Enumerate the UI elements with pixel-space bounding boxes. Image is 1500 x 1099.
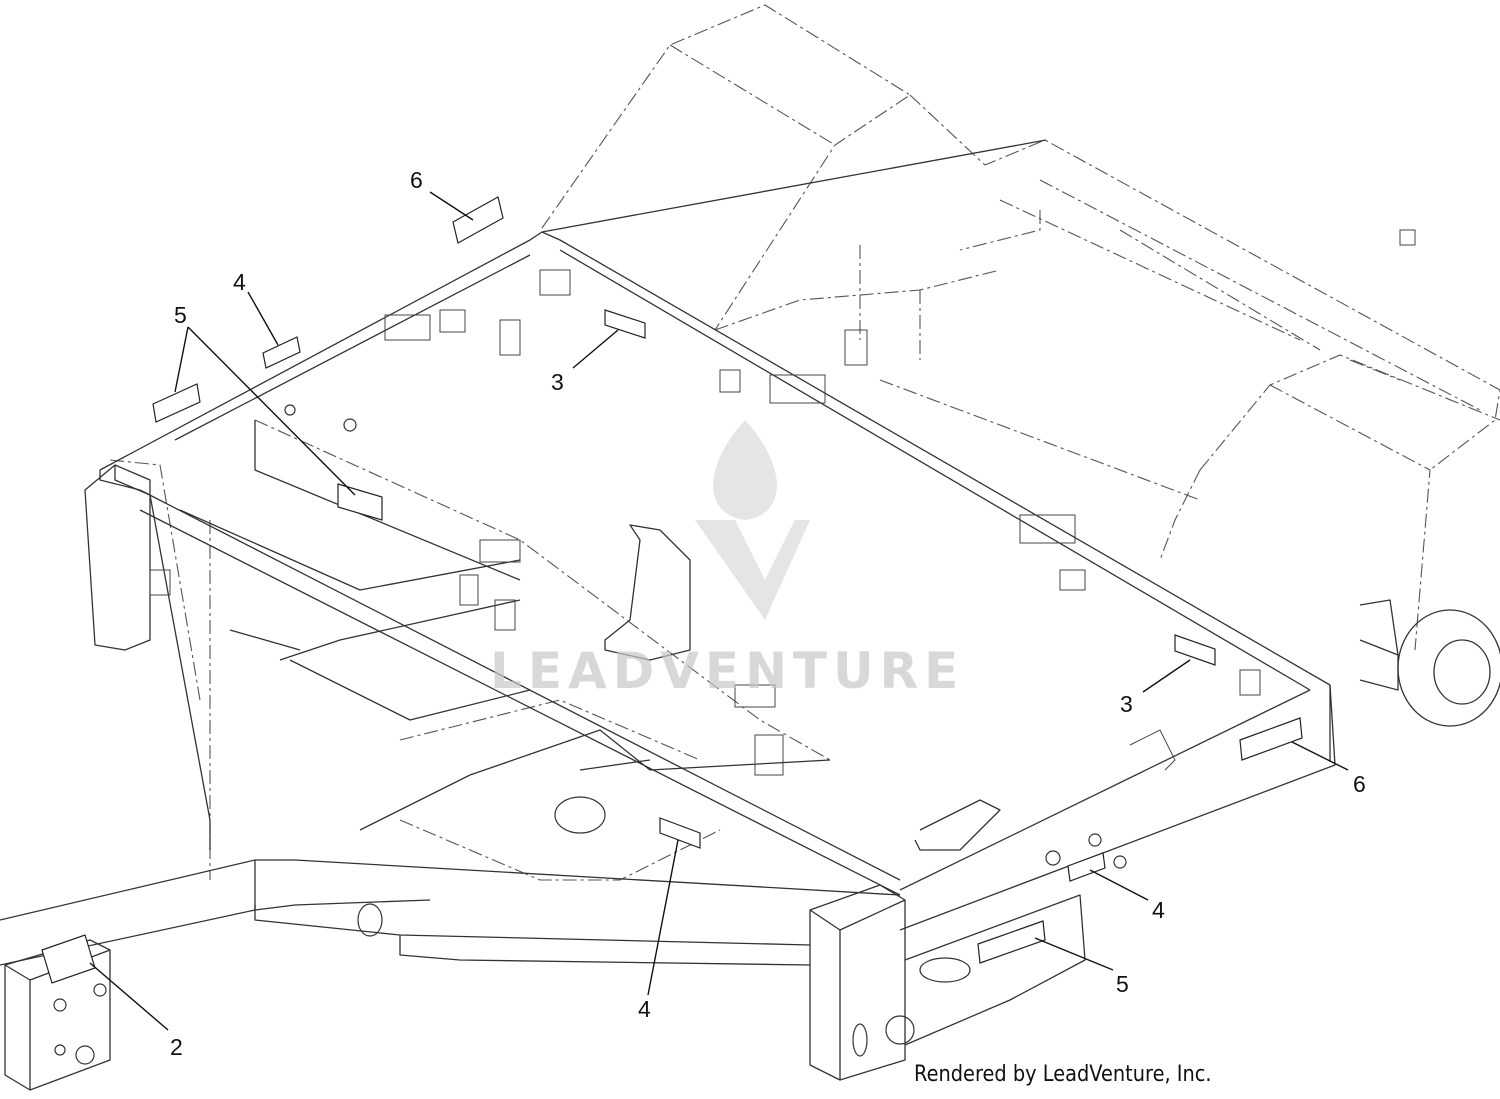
mower-frame: [0, 139, 1500, 1091]
watermark: LEADVENTURE: [490, 420, 964, 700]
callout-4-floor: 4: [638, 996, 651, 1022]
callout-5-left: 5: [174, 302, 187, 328]
leader-lines: [89, 191, 1349, 1031]
decal-5-center: [337, 483, 383, 521]
callout-3-right: 3: [1120, 691, 1133, 717]
decal-5-right: [977, 920, 1046, 964]
leadventure-flame-v-logo: [695, 420, 810, 620]
watermark-text: LEADVENTURE: [490, 642, 964, 700]
render-credit: Rendered by LeadVenture, Inc.: [914, 1062, 1212, 1087]
decal-4-right: [1067, 852, 1106, 882]
phantom-outline: [109, 4, 1500, 881]
decal-5-left: [152, 383, 201, 423]
decal-3-right: [1174, 634, 1216, 666]
callout-6-right: 6: [1353, 771, 1366, 797]
decal-4-top: [262, 336, 301, 369]
callout-3-rear: 3: [551, 369, 564, 395]
decal-4-floor: [659, 817, 701, 849]
callout-2-front: 2: [170, 1034, 183, 1060]
callout-5-right: 5: [1116, 971, 1129, 997]
decal-6-top: [452, 196, 504, 244]
callouts: 6 4 5 3 3 6 4 5 4 2: [170, 167, 1366, 1060]
decals: [41, 196, 1303, 984]
decal-3-rear: [604, 309, 646, 339]
decal-2-front: [41, 934, 96, 984]
callout-6-top: 6: [410, 167, 423, 193]
callout-4-top: 4: [233, 269, 246, 295]
callout-4-right: 4: [1152, 897, 1165, 923]
decal-6-right: [1239, 717, 1303, 761]
